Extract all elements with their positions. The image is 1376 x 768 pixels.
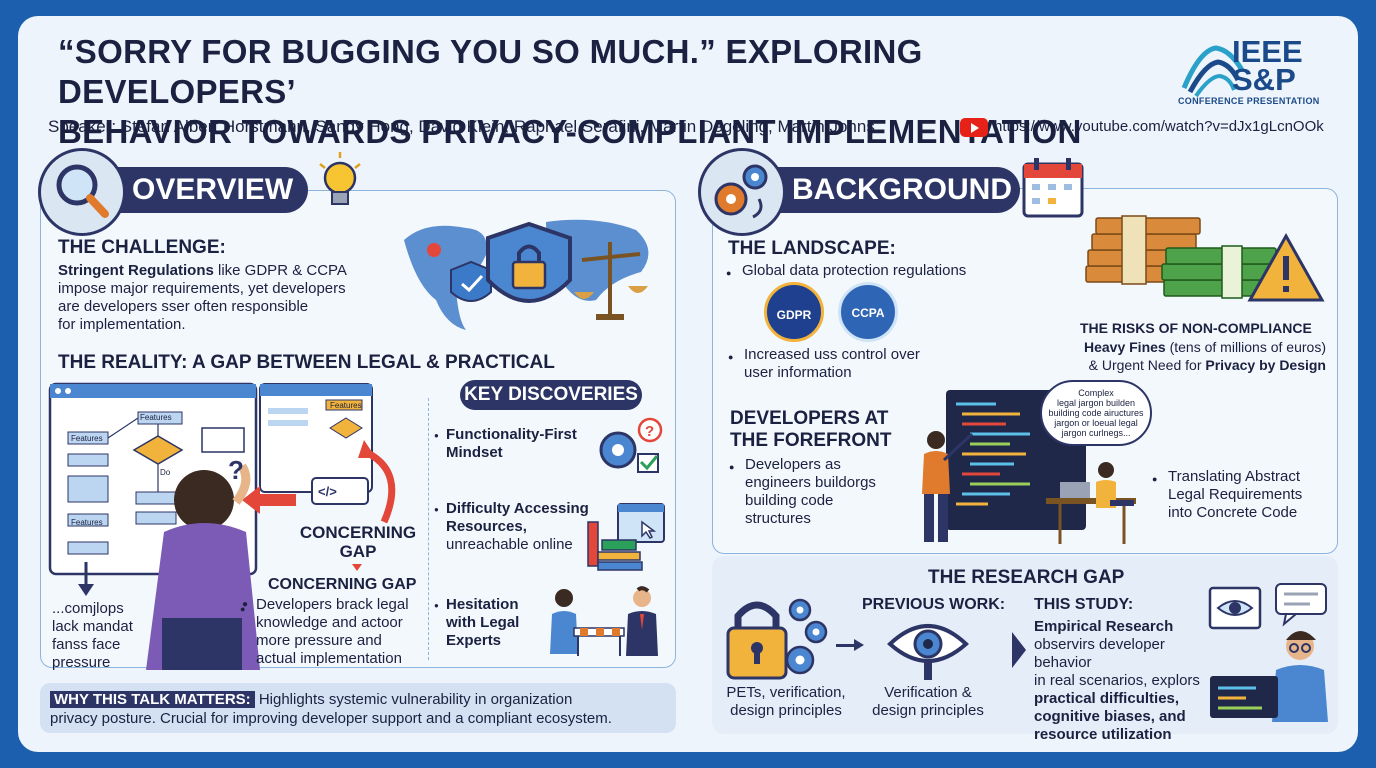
landscape-bullet-2: ● Increased uss control over user inform… xyxy=(728,346,920,381)
chevron-right-icon xyxy=(1012,632,1026,668)
this-study-text: Empirical Research observirs developer b… xyxy=(1034,618,1200,743)
speaker-list: Speaker: Stefan Albert Horstmann, Sandy … xyxy=(48,117,875,136)
research-gap-heading: THE RESEARCH GAP xyxy=(928,567,1125,588)
ieee-logo-icon xyxy=(1181,45,1245,98)
arrow-head xyxy=(854,639,864,651)
previous-work-caption: Verification & design principles xyxy=(872,684,984,719)
researcher-laptop-illustration xyxy=(1208,583,1328,722)
title-line-1: “SORRY FOR BUGGING YOU SO MUCH.” EXPLORI… xyxy=(58,33,923,110)
padlock-gears-icon xyxy=(726,598,828,680)
flow-label: Do xyxy=(160,468,171,477)
gap-heading: CONCERNING GAP xyxy=(268,576,417,593)
pets-caption: PETs, verification, design principles xyxy=(726,684,846,719)
this-study-heading: THIS STUDY: xyxy=(1034,596,1134,613)
risks-text: Heavy Fines (tens of millions of euros) … xyxy=(1083,339,1326,373)
world-map-shield-scales-illustration xyxy=(404,219,649,330)
youtube-icon[interactable] xyxy=(960,118,988,137)
landscape-bullet-1: ●Global data protection regulations xyxy=(726,262,967,279)
previous-work-heading: PREVIOUS WORK: xyxy=(862,596,1006,613)
eye-magnifier-icon xyxy=(887,624,969,680)
gdpr-badge: GDPR xyxy=(764,282,824,342)
challenge-heading: THE CHALLENGE: xyxy=(58,237,226,258)
ccpa-badge: CCPA xyxy=(838,282,898,342)
page-title: “SORRY FOR BUGGING YOU SO MUCH.” EXPLORI… xyxy=(58,32,1158,152)
risks-heading: THE RISKS OF NON-COMPLIANCE xyxy=(1080,320,1312,336)
flow-label: Features xyxy=(140,413,172,422)
title-line-2: BEHAVIOR TOWARDS PRIVACY-COMPLIANT IMPLE… xyxy=(58,113,1082,150)
flow-label: Features xyxy=(71,518,103,527)
why-text: WHY THIS TALK MATTERS: Highlights system… xyxy=(50,691,612,727)
gap-text: ●Developers brack legal knowledge and ac… xyxy=(240,596,426,668)
divider xyxy=(428,398,429,660)
question-mark-icon: ? xyxy=(228,455,244,485)
logo-wordmark: IEEE S&P xyxy=(1232,34,1303,97)
discovery-item-functionality: ● Functionality-First Mindset xyxy=(434,426,577,461)
challenge-text: Stringent Regulations like GDPR & CCPA i… xyxy=(58,262,347,333)
gears-icon xyxy=(698,148,786,236)
gear-checkmark-icon: ? xyxy=(599,417,663,473)
discovery-item-resources: ● Difficulty Accessing Resources, unreac… xyxy=(434,500,589,553)
arrow-right-icon xyxy=(836,644,856,647)
logo-subtitle: CONFERENCE PRESENTATION xyxy=(1178,96,1320,106)
flow-label: Features xyxy=(71,434,103,443)
gap-caption: CONCERNING GAP xyxy=(299,523,417,561)
landscape-heading: THE LANDSCAPE: xyxy=(728,238,896,259)
code-icon: </> xyxy=(318,484,337,499)
key-discoveries-label: KEY DISCOVERIES xyxy=(460,380,642,410)
money-warning-illustration xyxy=(1085,215,1325,302)
video-link[interactable]: https://www.youtube.com/watch?v=dJx1gLcn… xyxy=(994,118,1324,135)
left-note: ...comjlops lack mandat fanss face press… xyxy=(52,600,133,671)
developer-barrier-lawyer-illustration xyxy=(550,586,658,656)
books-browser-icon xyxy=(587,503,665,571)
lightbulb-icon xyxy=(319,152,361,205)
translating-bullet: ● Translating Abstract Legal Requirement… xyxy=(1152,468,1303,521)
why-label: WHY THIS TALK MATTERS: xyxy=(50,691,255,708)
magnifier-icon xyxy=(38,148,126,236)
background-banner: BACKGROUND xyxy=(750,167,1020,213)
discovery-item-legal-experts: ● Hesitation with Legal Experts xyxy=(434,596,520,649)
reality-heading: THE REALITY: A GAP BETWEEN LEGAL & PRACT… xyxy=(58,352,555,373)
legal-jargon-thought-cloud: Complex legal jargon builden building co… xyxy=(1040,380,1152,446)
developers-forefront-heading: DEVELOPERS AT THE FOREFRONT xyxy=(730,408,892,451)
down-arrow-icon xyxy=(352,564,362,571)
flow-label: Features xyxy=(330,401,362,410)
flowchart-confused-developer-illustration xyxy=(48,382,396,670)
svg-text:?: ? xyxy=(645,423,654,440)
developers-bullet: ● Developers as engineers buildorgs buil… xyxy=(729,456,876,527)
calendar-icon xyxy=(1022,158,1084,218)
